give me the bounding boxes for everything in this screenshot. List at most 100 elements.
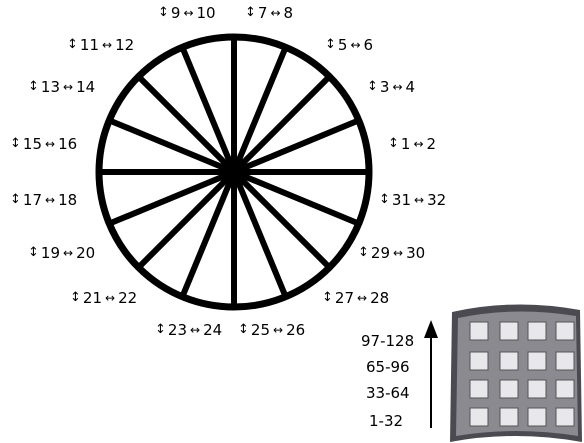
element-pair-label: ↕9↔10 bbox=[158, 4, 216, 22]
element-number-b: 24 bbox=[203, 321, 223, 339]
wheel-spoke bbox=[231, 46, 289, 174]
left-right-arrow-icon: ↔ bbox=[183, 6, 194, 20]
panel-pad bbox=[499, 321, 519, 341]
element-number-a: 11 bbox=[79, 36, 99, 54]
wheel-spoke bbox=[231, 170, 289, 298]
element-number-b: 28 bbox=[370, 289, 390, 307]
panel-pad bbox=[527, 407, 547, 427]
up-down-arrow-icon: ↕ bbox=[325, 37, 336, 52]
element-pair-label: ↕19↔20 bbox=[28, 244, 95, 262]
wheel-spoke bbox=[179, 170, 237, 298]
element-number-b: 8 bbox=[283, 4, 294, 22]
panel-pad bbox=[527, 351, 547, 371]
up-down-arrow-icon: ↕ bbox=[10, 192, 21, 207]
element-pair-label: ↕23↔24 bbox=[155, 321, 222, 339]
array-range-label: 1-32 bbox=[369, 412, 404, 430]
up-down-arrow-icon: ↕ bbox=[158, 5, 169, 20]
up-down-arrow-icon: ↕ bbox=[367, 79, 378, 94]
left-right-arrow-icon: ↔ bbox=[63, 246, 74, 260]
element-number-b: 16 bbox=[58, 135, 78, 153]
element-pair-label: ↕25↔26 bbox=[238, 321, 305, 339]
left-right-arrow-icon: ↔ bbox=[357, 291, 368, 305]
wheel-spoke bbox=[231, 74, 332, 175]
element-number-a: 15 bbox=[22, 135, 42, 153]
up-down-arrow-icon: ↕ bbox=[245, 5, 256, 20]
wheel-spoke bbox=[232, 117, 360, 175]
element-number-b: 18 bbox=[58, 191, 78, 209]
wheel-rim bbox=[95, 33, 373, 311]
left-right-arrow-icon: ↔ bbox=[45, 137, 56, 151]
left-right-arrow-icon: ↔ bbox=[190, 323, 201, 337]
element-number-a: 27 bbox=[334, 289, 354, 307]
element-pair-label: ↕29↔30 bbox=[358, 244, 425, 262]
up-down-arrow-icon: ↕ bbox=[388, 136, 399, 151]
panel-pad bbox=[469, 379, 489, 399]
up-down-arrow-icon: ↕ bbox=[70, 290, 81, 305]
element-number-b: 2 bbox=[426, 135, 437, 153]
element-number-b: 12 bbox=[115, 36, 135, 54]
array-range-label: 97-128 bbox=[361, 332, 415, 350]
wheel-spoke bbox=[108, 169, 236, 227]
wheel-spoke bbox=[179, 46, 237, 174]
element-number-a: 9 bbox=[170, 4, 181, 22]
wheel-spoke bbox=[108, 117, 236, 175]
element-pair-label: ↕11↔12 bbox=[67, 36, 134, 54]
wheel-spoke bbox=[136, 74, 237, 175]
element-number-a: 19 bbox=[40, 244, 60, 262]
element-pair-label: ↕13↔14 bbox=[28, 78, 95, 96]
array-panel-photo bbox=[450, 304, 582, 442]
array-range-label: 33-64 bbox=[366, 384, 410, 402]
up-down-arrow-icon: ↕ bbox=[379, 192, 390, 207]
range-arrow-head bbox=[424, 320, 438, 338]
up-down-arrow-icon: ↕ bbox=[67, 37, 78, 52]
element-number-b: 32 bbox=[427, 191, 447, 209]
wheel-spoke bbox=[231, 169, 332, 270]
left-right-arrow-icon: ↔ bbox=[63, 80, 74, 94]
element-pair-label: ↕21↔22 bbox=[70, 289, 137, 307]
element-number-a: 1 bbox=[400, 135, 411, 153]
left-right-arrow-icon: ↔ bbox=[392, 80, 403, 94]
element-number-b: 26 bbox=[286, 321, 306, 339]
panel-pad bbox=[469, 407, 489, 427]
element-number-a: 23 bbox=[167, 321, 187, 339]
panel-pad bbox=[499, 379, 519, 399]
element-number-b: 4 bbox=[405, 78, 416, 96]
element-pair-label: ↕27↔28 bbox=[322, 289, 389, 307]
up-down-arrow-icon: ↕ bbox=[322, 290, 333, 305]
element-number-a: 5 bbox=[337, 36, 348, 54]
panel-pad bbox=[527, 379, 547, 399]
element-pair-label: ↕15↔16 bbox=[10, 135, 77, 153]
up-down-arrow-icon: ↕ bbox=[358, 245, 369, 260]
left-right-arrow-icon: ↔ bbox=[105, 291, 116, 305]
element-number-b: 22 bbox=[118, 289, 138, 307]
element-number-b: 14 bbox=[76, 78, 96, 96]
wheel-hub bbox=[223, 161, 245, 183]
element-number-b: 20 bbox=[76, 244, 96, 262]
element-pair-label: ↕5↔6 bbox=[325, 36, 373, 54]
up-down-arrow-icon: ↕ bbox=[28, 79, 39, 94]
panel-pad bbox=[527, 321, 547, 341]
element-pair-label: ↕7↔8 bbox=[245, 4, 293, 22]
panel-pad bbox=[555, 379, 575, 399]
left-right-arrow-icon: ↔ bbox=[414, 193, 425, 207]
element-pair-label: ↕1↔2 bbox=[388, 135, 436, 153]
element-number-b: 10 bbox=[196, 4, 216, 22]
left-right-arrow-icon: ↔ bbox=[350, 38, 361, 52]
element-number-a: 31 bbox=[391, 191, 411, 209]
element-number-a: 29 bbox=[370, 244, 390, 262]
left-right-arrow-icon: ↔ bbox=[273, 323, 284, 337]
left-right-arrow-icon: ↔ bbox=[45, 193, 56, 207]
element-number-a: 13 bbox=[40, 78, 60, 96]
element-number-b: 30 bbox=[406, 244, 426, 262]
panel-pad bbox=[499, 351, 519, 371]
panel-pad bbox=[499, 407, 519, 427]
wheel-spoke bbox=[136, 169, 237, 270]
up-down-arrow-icon: ↕ bbox=[155, 322, 166, 337]
left-right-arrow-icon: ↔ bbox=[102, 38, 113, 52]
up-down-arrow-icon: ↕ bbox=[28, 245, 39, 260]
up-down-arrow-icon: ↕ bbox=[10, 136, 21, 151]
element-number-a: 3 bbox=[379, 78, 390, 96]
element-pair-label: ↕31↔32 bbox=[379, 191, 446, 209]
